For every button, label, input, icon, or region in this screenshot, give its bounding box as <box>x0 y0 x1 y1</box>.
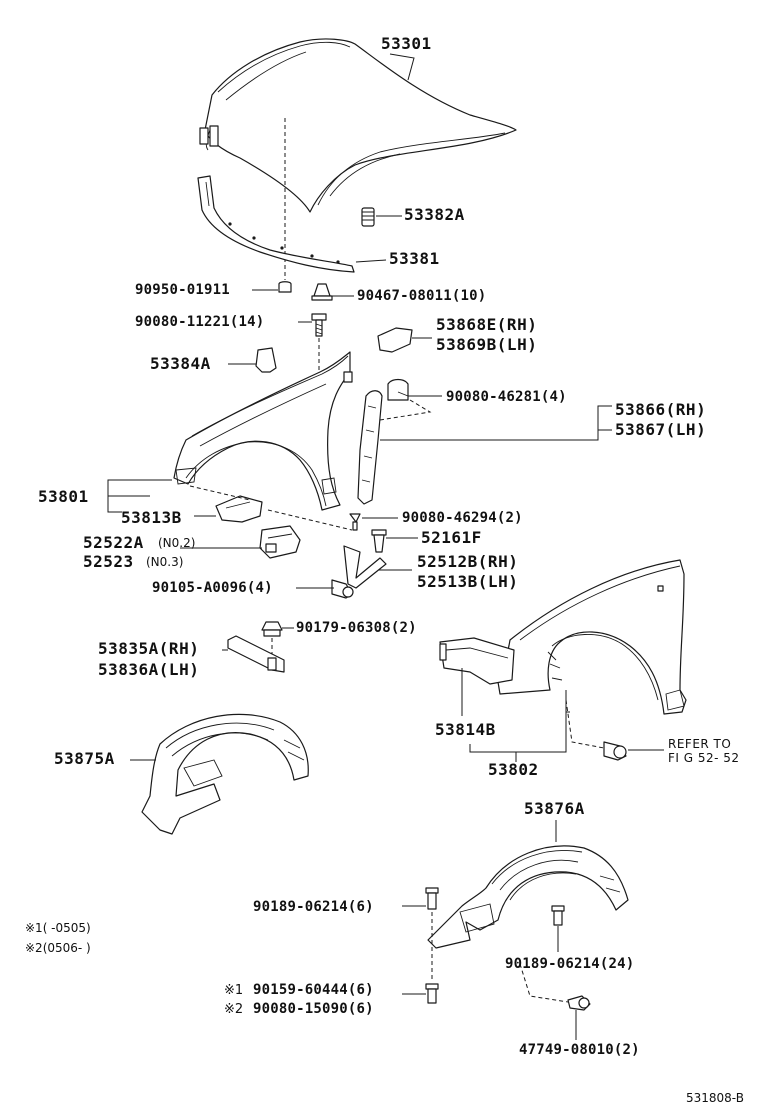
bumper-bracket-drawing <box>259 525 301 559</box>
part-label-53867: 53867(LH) <box>615 420 707 439</box>
part-label-53384a: 53384A <box>150 354 211 373</box>
hood-grommet-drawing <box>278 281 292 293</box>
part-note-52522a: (N0.2) <box>158 536 196 550</box>
fender-cushion-drawing <box>255 347 277 373</box>
part-label-53382a: 53382A <box>404 205 465 224</box>
hood-bumper-drawing <box>361 207 375 227</box>
front-fender-left-drawing <box>173 351 353 511</box>
part-label-90105-a0096: 90105-A0096(4) <box>152 580 273 596</box>
fender-liner-right-drawing <box>427 845 629 949</box>
refer-to-line2: FI G 52- 52 <box>668 751 740 765</box>
seal-nut-drawing <box>261 621 283 637</box>
hood-panel-drawing <box>199 38 517 213</box>
liner-screw-left-drawing <box>425 887 439 910</box>
part-label-52522a: 52522A <box>83 533 144 552</box>
retainer-clip-drawing <box>371 529 387 553</box>
part-label-53814b: 53814B <box>435 720 496 739</box>
fender-liner-left-drawing <box>141 713 309 835</box>
brace-dashline <box>189 485 353 531</box>
fender-brace-drawing <box>215 495 263 523</box>
part-label-53301: 53301 <box>381 34 432 53</box>
part-label-53875a: 53875A <box>54 749 115 768</box>
part-label-53876a: 53876A <box>524 799 585 818</box>
part-label-90080-11221: 90080-11221(14) <box>135 314 265 330</box>
fender-bolt-drawing <box>311 313 327 337</box>
refer-to-line1: REFER TO <box>668 737 732 751</box>
bracket-bolt-drawing <box>331 579 354 599</box>
refer-dashline <box>565 699 605 749</box>
part-label-53868e: 53868E(RH) <box>436 315 538 334</box>
mud-guard-screw-drawing <box>567 995 591 1011</box>
leader-53801-up <box>107 479 172 496</box>
part-label-90950-01911: 90950-01911 <box>135 282 230 298</box>
part-label-53801: 53801 <box>38 487 89 506</box>
part-label-53802: 53802 <box>488 760 539 779</box>
leader-53867 <box>597 429 612 440</box>
footnote-2: ※2(0506- ) <box>25 941 91 955</box>
part-label-53866: 53866(RH) <box>615 400 707 419</box>
variant-mark-2: ※2 <box>224 1002 244 1017</box>
part-label-52513b: 52513B(LH) <box>417 572 519 591</box>
hood-clip-drawing <box>311 283 333 301</box>
fender-bracket-drawing <box>439 637 515 685</box>
part-label-53836a: 53836A(LH) <box>98 660 200 679</box>
footnote-1: ※1( -0505) <box>25 921 91 935</box>
fender-screw-drawing <box>349 513 361 531</box>
leader-53381 <box>355 259 387 263</box>
part-label-53813b: 53813B <box>121 508 182 527</box>
part-label-90189-06214-6: 90189-06214(6) <box>253 899 374 915</box>
part-label-90080-46294: 90080-46294(2) <box>402 510 523 526</box>
front-fender-right-drawing <box>497 559 687 715</box>
hood-seal-drawing <box>197 175 355 273</box>
fender-seal-strip-drawing <box>227 635 285 673</box>
leader-53802 <box>469 712 567 753</box>
part-label-52512b: 52512B(RH) <box>417 552 519 571</box>
mud-guard-dashline <box>519 963 569 1003</box>
refer-bolt-drawing <box>603 741 627 761</box>
part-label-90159-60444: 90159-60444(6) <box>253 982 374 998</box>
part-note-52523: (N0.3) <box>146 555 184 569</box>
part-label-52161f: 52161F <box>421 528 482 547</box>
leader-53801 <box>107 495 150 513</box>
liner-screw-right-drawing <box>551 905 565 926</box>
variant-mark-1: ※1 <box>224 983 244 998</box>
leader-53301 <box>389 53 415 81</box>
leader-53866 <box>380 405 612 441</box>
figure-code: 531808-B <box>686 1091 744 1105</box>
clip-dashline <box>379 399 432 421</box>
part-label-90189-06214-24: 90189-06214(24) <box>505 956 635 972</box>
liner-clip-drawing <box>387 378 409 401</box>
fender-cover-drawing <box>377 327 413 353</box>
part-label-90080-15090: 90080-15090(6) <box>253 1001 374 1017</box>
part-label-53835a: 53835A(RH) <box>98 639 200 658</box>
liner-bolt-drawing <box>425 983 439 1004</box>
part-label-90179-06308: 90179-06308(2) <box>296 620 417 636</box>
part-label-47749-08010: 47749-08010(2) <box>519 1042 640 1058</box>
part-label-90080-46281: 90080-46281(4) <box>446 389 567 405</box>
part-label-90467-08011: 90467-08011(10) <box>357 288 487 304</box>
fender-liner-strip-drawing <box>357 390 383 505</box>
part-label-53869b: 53869B(LH) <box>436 335 538 354</box>
bumper-seal-drawing <box>343 545 387 589</box>
part-label-53381: 53381 <box>389 249 440 268</box>
part-label-52523: 52523 <box>83 552 134 571</box>
